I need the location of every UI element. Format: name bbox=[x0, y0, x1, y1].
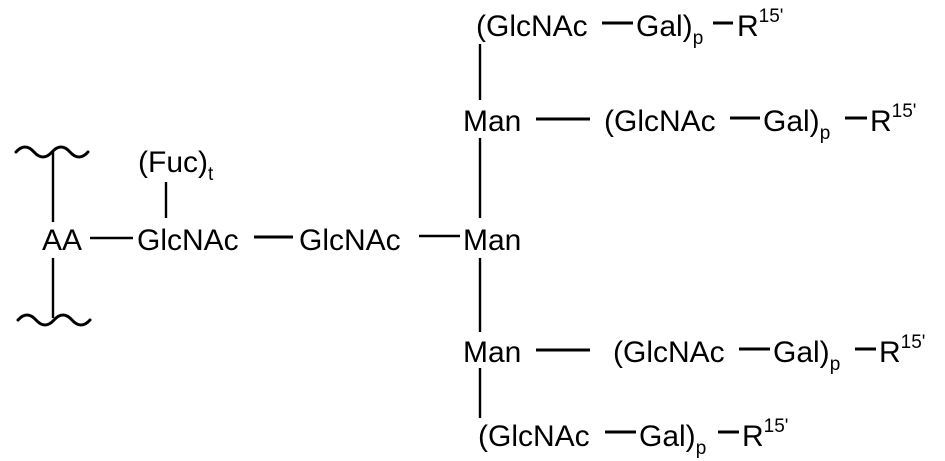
upper-side-gal-text: Gal) bbox=[763, 105, 820, 138]
bottom-chain-glcnac: (GlcNAc bbox=[478, 420, 590, 453]
bottom-chain-subscript: p bbox=[696, 438, 707, 459]
lower-side-glcnac: (GlcNAc bbox=[613, 336, 725, 369]
lower-side-superscript: 15' bbox=[901, 332, 926, 353]
upper-side-subscript: p bbox=[820, 123, 831, 144]
upper-side-gal: Gal)p bbox=[763, 105, 830, 144]
lower-side-r-text: R bbox=[879, 336, 901, 369]
fucose-text: (Fuc) bbox=[138, 146, 208, 179]
upper-side-glcnac: (GlcNAc bbox=[604, 105, 716, 138]
lower-man-label: Man bbox=[463, 336, 521, 369]
top-chain-superscript: 15' bbox=[759, 6, 784, 27]
aa-label: AA bbox=[42, 224, 82, 257]
lower-side-subscript: p bbox=[830, 354, 841, 375]
top-chain-r: R15' bbox=[737, 6, 783, 43]
top-chain-subscript: p bbox=[693, 28, 704, 49]
lower-side-gal-text: Gal) bbox=[773, 336, 830, 369]
core-man-label: Man bbox=[463, 224, 521, 257]
upper-side-r-text: R bbox=[870, 105, 892, 138]
upper-man-label: Man bbox=[463, 105, 521, 138]
bottom-chain-superscript: 15' bbox=[764, 416, 789, 437]
fucose-subscript: t bbox=[208, 164, 214, 185]
fucose-label: (Fuc)t bbox=[138, 146, 214, 185]
bottom-chain-r: R15' bbox=[742, 416, 788, 453]
lower-side-r: R15' bbox=[879, 332, 925, 369]
bottom-chain-gal-text: Gal) bbox=[639, 420, 696, 453]
glcnac-2-label: GlcNAc bbox=[299, 224, 401, 257]
upper-side-r: R15' bbox=[870, 101, 916, 138]
top-chain-gal-text: Gal) bbox=[636, 10, 693, 43]
glcnac-1-label: GlcNAc bbox=[137, 224, 239, 257]
bottom-chain-r-text: R bbox=[742, 420, 764, 453]
top-chain-gal: Gal)p bbox=[636, 10, 703, 49]
top-chain-glcnac: (GlcNAc bbox=[476, 10, 588, 43]
bottom-chain-gal: Gal)p bbox=[639, 420, 706, 459]
upper-side-superscript: 15' bbox=[892, 101, 917, 122]
lower-side-gal: Gal)p bbox=[773, 336, 840, 375]
top-chain-r-text: R bbox=[737, 10, 759, 43]
